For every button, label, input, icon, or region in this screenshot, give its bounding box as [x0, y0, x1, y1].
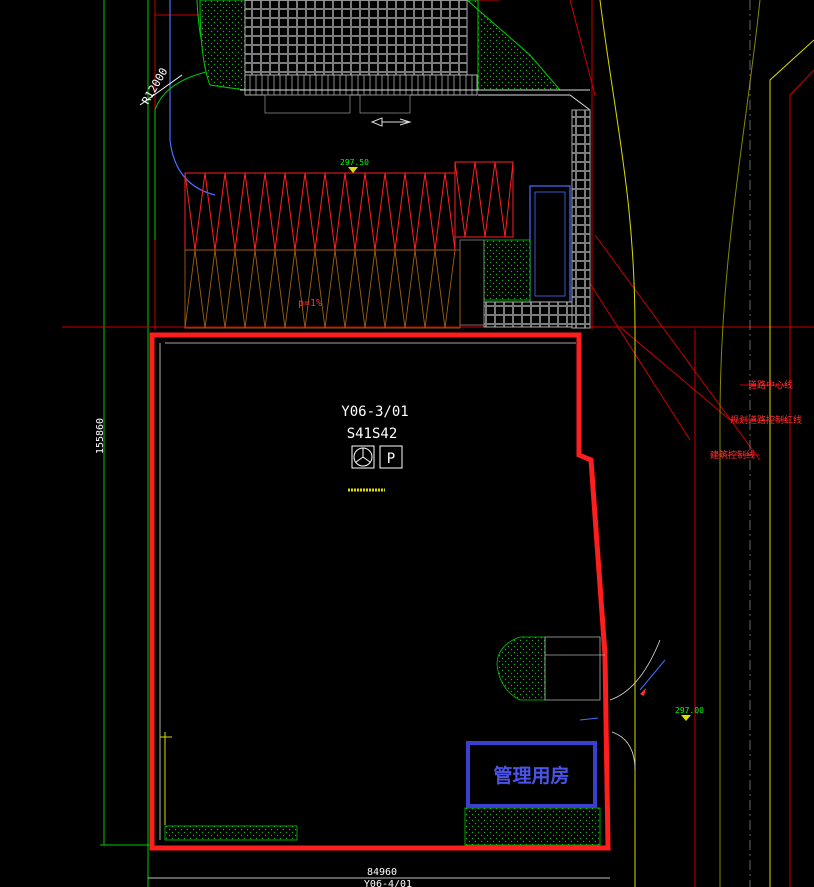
management-house-label: 管理用房 — [493, 765, 570, 787]
bottom-code: Y06-4/01 — [364, 879, 412, 887]
elevation-a: 297.50 — [340, 158, 369, 173]
elevation-b: 297.00 — [675, 706, 704, 721]
road-lines — [62, 0, 814, 887]
brown-parking-row — [184, 249, 461, 329]
slope-label: p=1% — [298, 298, 322, 309]
lower-landscape — [160, 636, 666, 846]
red-parking-row — [184, 161, 514, 251]
top-building — [199, 0, 591, 127]
elevation-b-label: 297.00 — [675, 706, 704, 715]
annotation-labels: 道路中心线 规划道路控制红线 建筑控制线 — [710, 379, 802, 461]
management-house-box: 管理用房 — [466, 741, 597, 808]
dimension-height: 155860 — [95, 418, 106, 454]
elevation-a-label: 297.50 — [340, 158, 369, 167]
annotation-building-line: 建筑控制线 — [710, 449, 755, 461]
roundabout-symbol — [351, 445, 375, 469]
parking-symbol-box — [379, 445, 403, 469]
plot-code: Y06-3/01 — [341, 404, 408, 420]
main-site-boundary — [149, 332, 611, 851]
plot-labels: Y06-3/01 S41S42 P — [341, 404, 409, 492]
parking-symbol: P — [387, 451, 395, 467]
annotation-red-line: 规划道路控制红线 — [730, 414, 802, 426]
right-parking-strip — [459, 109, 591, 329]
parcel-code: S41S42 — [347, 426, 398, 442]
annotation-road-center: 道路中心线 — [748, 379, 793, 391]
dimension-width: 84960 — [367, 867, 397, 878]
